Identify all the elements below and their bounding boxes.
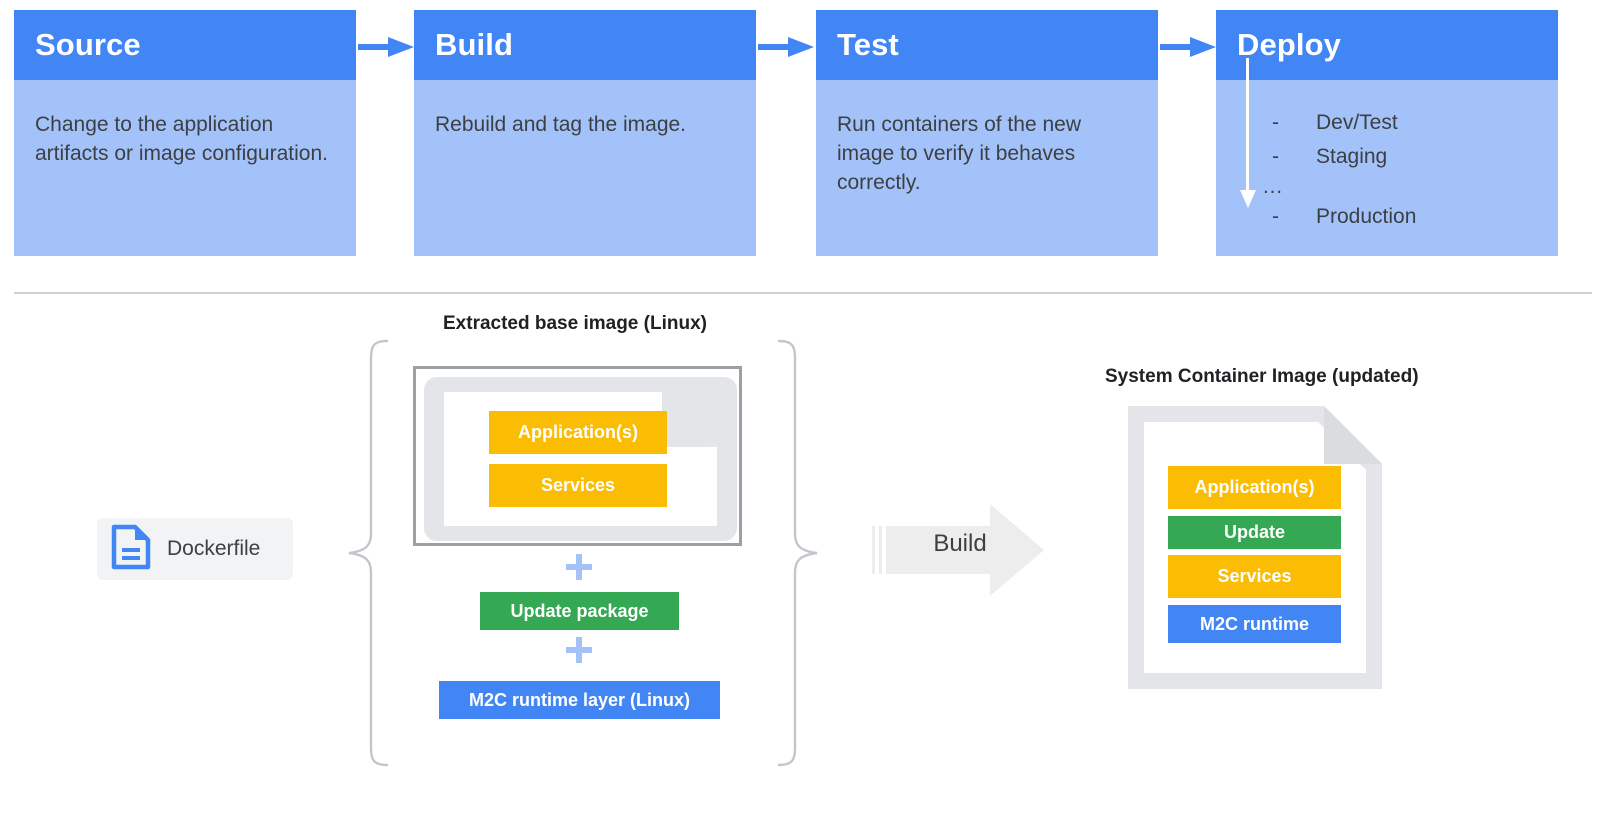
list-item: - Staging bbox=[1216, 140, 1558, 174]
output-image-caption: System Container Image (updated) bbox=[1105, 366, 1419, 387]
arrow-right-icon bbox=[1160, 36, 1216, 58]
base-image-inner-frame bbox=[424, 377, 737, 541]
layer-bar-applications: Application(s) bbox=[489, 411, 667, 454]
deploy-env-dev-test: Dev/Test bbox=[1316, 111, 1398, 134]
list-item: - Production bbox=[1216, 200, 1558, 234]
list-item: - Dev/Test bbox=[1216, 106, 1558, 140]
base-image-caption: Extracted base image (Linux) bbox=[443, 313, 707, 334]
layer-bar-update: Update bbox=[1168, 516, 1341, 549]
stage-title: Source bbox=[35, 27, 141, 62]
deploy-env-ellipsis: … bbox=[1262, 175, 1284, 198]
stage-header: Source bbox=[14, 10, 356, 80]
stage-title: Deploy bbox=[1237, 27, 1341, 62]
list-bullet-dash: - bbox=[1272, 205, 1279, 228]
file-document-icon bbox=[111, 524, 151, 575]
layer-bar-applications: Application(s) bbox=[1168, 466, 1341, 509]
deploy-env-production: Production bbox=[1316, 205, 1417, 228]
block-arrow-right-icon bbox=[872, 504, 1044, 596]
list-bullet-dash: - bbox=[1272, 145, 1279, 168]
pipeline-section: Source Change to the application artifac… bbox=[0, 0, 1606, 270]
section-divider bbox=[14, 292, 1592, 294]
plus-icon bbox=[566, 554, 592, 580]
layer-bar-services: Services bbox=[1168, 555, 1341, 598]
stage-body: Change to the application artifacts or i… bbox=[14, 80, 356, 168]
stage-title: Build bbox=[435, 27, 513, 62]
pipeline-stage-source[interactable]: Source Change to the application artifac… bbox=[14, 10, 356, 256]
layer-bar-m2c-runtime: M2C runtime bbox=[1168, 605, 1341, 643]
layer-bar-services: Services bbox=[489, 464, 667, 507]
stage-description: Rebuild and tag the image. bbox=[435, 113, 687, 136]
right-curly-brace bbox=[777, 339, 818, 767]
extracted-base-image-box bbox=[413, 366, 742, 546]
dockerfile-label: Dockerfile bbox=[167, 537, 261, 560]
arrow-right-icon bbox=[358, 36, 414, 58]
stage-header: Build bbox=[414, 10, 756, 80]
list-bullet-dash: - bbox=[1272, 111, 1279, 134]
deploy-environment-list: - Dev/Test - Staging … - Production bbox=[1216, 58, 1558, 282]
stage-description: Run containers of the new image to verif… bbox=[837, 113, 1081, 194]
dockerfile-chip[interactable]: Dockerfile bbox=[97, 518, 293, 580]
build-arrow-label: Build bbox=[933, 530, 987, 557]
layer-bar-m2c-runtime-layer: M2C runtime layer (Linux) bbox=[439, 681, 720, 719]
stage-body: Run containers of the new image to verif… bbox=[816, 80, 1158, 197]
pipeline-stage-build[interactable]: Build Rebuild and tag the image. bbox=[414, 10, 756, 256]
stage-header: Test bbox=[816, 10, 1158, 80]
stage-body: Rebuild and tag the image. bbox=[414, 80, 756, 139]
stage-title: Test bbox=[837, 27, 899, 62]
build-diagram-section: Extracted base image (Linux) System Cont… bbox=[0, 300, 1606, 822]
plus-icon bbox=[566, 637, 592, 663]
deploy-env-staging: Staging bbox=[1316, 145, 1388, 168]
arrow-down-icon bbox=[1239, 58, 1257, 208]
arrow-right-icon bbox=[758, 36, 814, 58]
stage-header: Deploy bbox=[1216, 10, 1558, 80]
pipeline-stage-test[interactable]: Test Run containers of the new image to … bbox=[816, 10, 1158, 256]
left-curly-brace bbox=[348, 339, 389, 767]
pipeline-stage-deploy[interactable]: Deploy - Dev/Test - Staging … - Producti… bbox=[1216, 10, 1558, 256]
stage-description: Change to the application artifacts or i… bbox=[35, 113, 328, 165]
layer-bar-update-package: Update package bbox=[480, 592, 679, 630]
